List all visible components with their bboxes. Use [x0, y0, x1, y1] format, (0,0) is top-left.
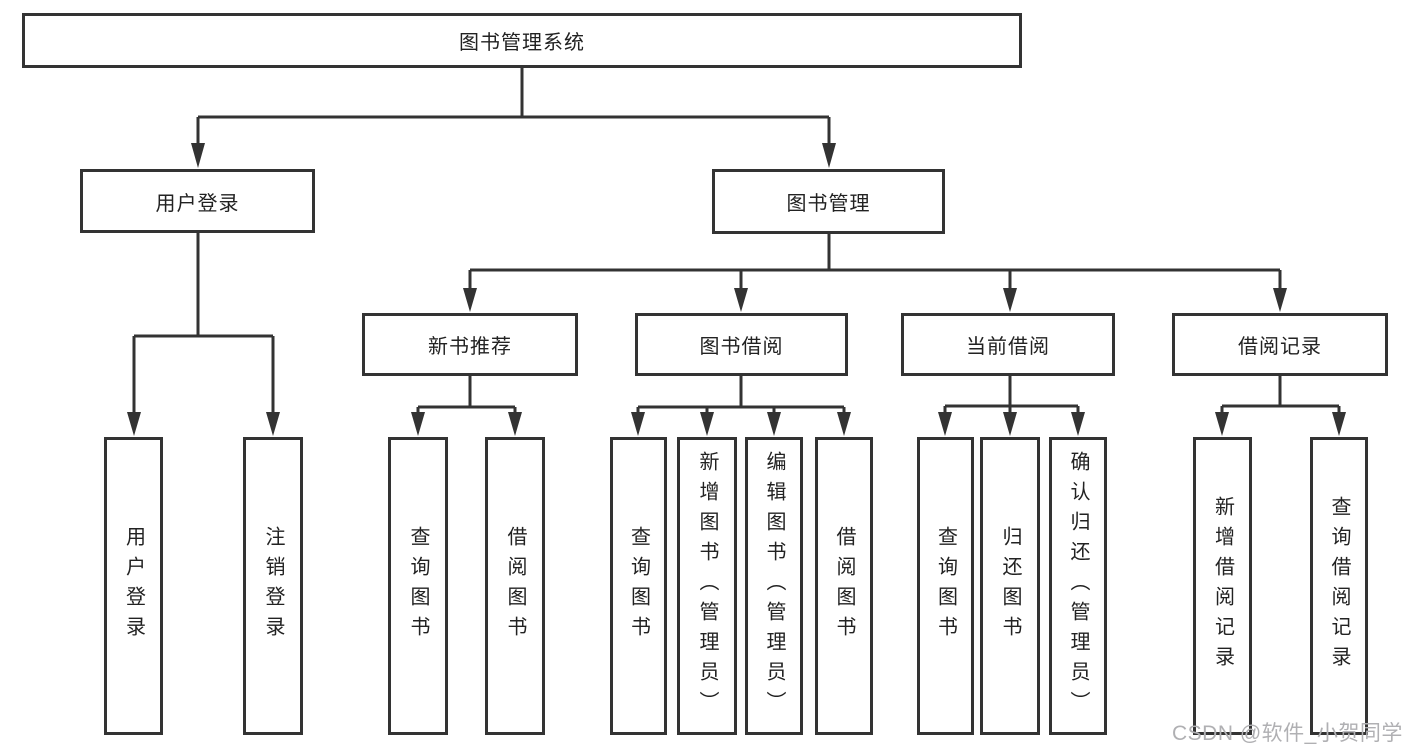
node-library-system: 图书管理系统: [22, 13, 1022, 68]
node-book-management: 图书管理: [712, 169, 945, 234]
leaf-record-query-record: 查询借阅记录: [1310, 437, 1368, 735]
edge-root-to-level2: [196, 68, 831, 147]
leaf-borrow-query-book-label: 查询图书: [627, 526, 650, 646]
leaf-newbook-borrow-book-label: 借阅图书: [504, 526, 526, 646]
leaf-borrow-add-book-admin-label: 新增图书（管理员）: [696, 451, 718, 721]
node-current-borrow: 当前借阅: [901, 313, 1115, 376]
edge-bookmgmt-to-level3: [468, 234, 1282, 291]
leaf-borrow-add-book-admin: 新增图书（管理员）: [677, 437, 737, 735]
leaf-current-query-book: 查询图书: [917, 437, 974, 735]
node-borrow-record: 借阅记录: [1172, 313, 1388, 376]
node-book-borrow: 图书借阅: [635, 313, 848, 376]
leaf-borrow-query-book: 查询图书: [610, 437, 667, 735]
edge-borrowrecord-to-leaves: [1220, 376, 1341, 415]
leaf-current-confirm-return-admin-label: 确认归还（管理员）: [1067, 451, 1089, 721]
leaf-record-add-record: 新增借阅记录: [1193, 437, 1252, 735]
leaf-borrow-edit-book-admin: 编辑图书（管理员）: [745, 437, 803, 735]
leaf-user-login-label: 用户登录: [122, 526, 145, 646]
leaf-current-query-book-label: 查询图书: [934, 526, 957, 646]
csdn-watermark: CSDN @软件_小贺同学: [1172, 722, 1403, 745]
leaf-record-query-record-label: 查询借阅记录: [1328, 496, 1350, 676]
leaf-logout-login: 注销登录: [243, 437, 303, 735]
leaf-newbook-query-book: 查询图书: [388, 437, 448, 735]
node-library-system-label: 图书管理系统: [459, 32, 585, 54]
leaf-newbook-query-book-label: 查询图书: [407, 526, 429, 646]
node-new-book-recommend: 新书推荐: [362, 313, 578, 376]
node-new-book-recommend-label: 新书推荐: [428, 336, 512, 358]
leaf-borrow-borrow-book-label: 借阅图书: [833, 526, 855, 646]
leaf-borrow-edit-book-admin-label: 编辑图书（管理员）: [763, 451, 785, 721]
arrowheads: [127, 143, 1346, 436]
node-borrow-record-label: 借阅记录: [1238, 336, 1322, 358]
leaf-current-return-book: 归还图书: [980, 437, 1040, 735]
edge-bookborrow-to-leaves: [636, 376, 846, 415]
edge-userlogin-to-leaves: [132, 233, 275, 415]
node-user-login-label: 用户登录: [155, 192, 240, 215]
edge-currentborrow-to-leaves: [943, 376, 1080, 415]
leaf-logout-login-label: 注销登录: [262, 526, 284, 646]
edge-newbook-to-leaves: [416, 376, 517, 415]
leaf-newbook-borrow-book: 借阅图书: [485, 437, 545, 735]
leaf-current-confirm-return-admin: 确认归还（管理员）: [1049, 437, 1107, 735]
leaf-user-login: 用户登录: [104, 437, 163, 735]
node-current-borrow-label: 当前借阅: [966, 336, 1050, 358]
leaf-current-return-book-label: 归还图书: [999, 526, 1021, 646]
node-book-management-label: 图书管理: [786, 193, 871, 215]
leaf-borrow-borrow-book: 借阅图书: [815, 437, 873, 735]
node-user-login: 用户登录: [80, 169, 315, 233]
node-book-borrow-label: 图书借阅: [699, 336, 784, 358]
leaf-record-add-record-label: 新增借阅记录: [1211, 496, 1234, 676]
